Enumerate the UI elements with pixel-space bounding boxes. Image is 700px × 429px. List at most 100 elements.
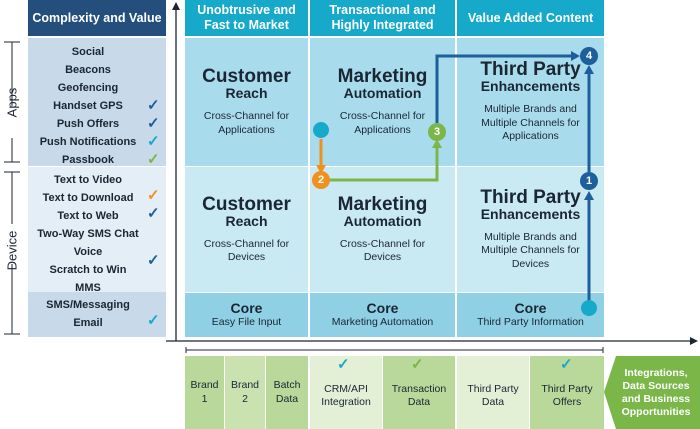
- data-source-label: Batch Data: [273, 379, 301, 405]
- step-2-marker: 2: [312, 171, 330, 189]
- column-header-label: Transactional and Highly Integrated: [329, 3, 436, 32]
- cell-desc: Multiple Brands and Multiple Channels fo…: [481, 103, 580, 143]
- data-source-cell: Batch Data: [266, 356, 308, 429]
- cell-subtitle: Reach: [225, 85, 268, 101]
- opportunities-label: Integrations, Data Sources and Business …: [612, 356, 700, 429]
- check-icon: ✓: [147, 115, 160, 132]
- apps-list: [28, 38, 166, 166]
- core-title: Core: [366, 300, 399, 317]
- customer-reach-apps-cell: Customer Reach Cross-Channel for Applica…: [185, 38, 308, 166]
- side-bracket: [4, 41, 20, 335]
- device-list: [28, 167, 166, 292]
- check-icon: ✓: [147, 151, 160, 168]
- cell-title: Marketing: [337, 66, 428, 87]
- list-item: Passbook: [62, 154, 114, 166]
- cell-desc: Cross-Channel for Devices: [339, 237, 426, 264]
- check-icon: ✓: [337, 356, 350, 373]
- list-item: Text to Web: [57, 210, 119, 222]
- third-party-apps-cell: Third Party Enhancements Multiple Brands…: [457, 38, 604, 166]
- data-source-label: Third Party Data: [467, 382, 519, 409]
- cell-subtitle: Enhancements: [480, 205, 581, 222]
- list-item: Push Offers: [56, 118, 120, 130]
- column-header: Unobtrusive and Fast to Market: [185, 0, 308, 36]
- core-cell: Core Third Party Information: [457, 293, 604, 337]
- third-party-device-cell: Third Party Enhancements Multiple Brands…: [457, 167, 604, 292]
- cell-title: Customer: [202, 66, 291, 87]
- messaging-items: SMS/Messaging Email: [28, 296, 148, 332]
- check-icon: ✓: [147, 205, 160, 222]
- cell-desc: Cross-Channel for Applications: [203, 110, 290, 136]
- complexity-header-label: Complexity and Value: [32, 10, 162, 25]
- customer-reach-device-cell: Customer Reach Cross-Channel for Devices: [185, 167, 308, 292]
- core-title: Core: [514, 300, 547, 317]
- step-number: 3: [433, 126, 441, 138]
- list-item: Two-Way SMS Chat: [37, 228, 139, 240]
- step-1-marker: 1: [580, 172, 598, 190]
- marketing-automation-apps-cell: Marketing Automation Cross-Channel for A…: [310, 38, 455, 166]
- cell-title: Third Party: [480, 186, 581, 208]
- cell-desc: Multiple Brands and Multiple Channels fo…: [481, 230, 580, 270]
- cell-subtitle: Automation: [343, 85, 422, 101]
- opportunities-text: Integrations, Data Sources and Business …: [621, 366, 691, 418]
- cell-desc: Cross-Channel for Applications: [339, 110, 426, 136]
- check-icon: ✓: [147, 252, 160, 269]
- data-source-label: Brand 1: [190, 379, 219, 405]
- column-header: Value Added Content: [457, 0, 604, 36]
- core-cell: Core Marketing Automation: [310, 293, 455, 337]
- step-number: 1: [585, 175, 593, 187]
- column-header: Transactional and Highly Integrated: [310, 0, 455, 36]
- check-icon: ✓: [147, 187, 160, 204]
- cell-subtitle: Reach: [225, 212, 268, 229]
- step-3-marker: 3: [428, 123, 446, 141]
- list-item: Handset GPS: [53, 100, 123, 112]
- cell-subtitle: Automation: [343, 212, 422, 229]
- cell-desc: Cross-Channel for Devices: [203, 237, 290, 264]
- marketing-automation-device-cell: Marketing Automation Cross-Channel for D…: [310, 167, 455, 292]
- cell-subtitle: Enhancements: [480, 78, 581, 95]
- core-desc: Third Party Information: [477, 316, 584, 329]
- data-source-cell: ✓ Transaction Data: [383, 356, 455, 429]
- cell-title: Customer: [202, 193, 291, 215]
- apps-items: Social Beacons Geofencing Handset GPS Pu…: [28, 43, 148, 169]
- step-number: 4: [585, 50, 593, 62]
- messaging-list: [28, 292, 166, 337]
- data-source-cell: Brand 2: [225, 356, 265, 429]
- data-source-label: CRM/API Integration: [321, 382, 371, 409]
- list-item: SMS/Messaging: [46, 299, 130, 311]
- list-item: Text to Download: [42, 192, 134, 204]
- column-header-label: Unobtrusive and Fast to Market: [197, 3, 296, 32]
- core-title: Core: [230, 300, 263, 317]
- check-icon: ✓: [147, 312, 160, 329]
- cell-title: Marketing: [337, 193, 428, 215]
- list-item: Text to Video: [53, 174, 123, 186]
- core-desc: Marketing Automation: [331, 316, 434, 329]
- data-source-label: Transaction Data: [391, 382, 447, 409]
- list-item: MMS: [75, 282, 101, 294]
- list-item: Scratch to Win: [49, 264, 127, 276]
- list-item: Push Notifications: [39, 136, 137, 148]
- cell-title: Third Party: [480, 59, 581, 81]
- complexity-header: Complexity and Value: [28, 0, 166, 36]
- list-item: Beacons: [65, 64, 111, 76]
- data-source-cell: Third Party Data: [457, 356, 529, 429]
- check-icon: ✓: [560, 356, 573, 373]
- device-items: Text to Video Text to Download Text to W…: [28, 171, 148, 297]
- data-source-cell: ✓ CRM/API Integration: [310, 356, 382, 429]
- step-number: 2: [317, 174, 325, 186]
- check-icon: ✓: [147, 97, 160, 114]
- data-source-cell: ✓ Third Party Offers: [530, 356, 604, 429]
- column-header-label: Value Added Content: [467, 10, 594, 25]
- data-source-label: Brand 2: [230, 379, 260, 405]
- core-desc: Easy File Input: [211, 316, 282, 329]
- list-item: Voice: [73, 246, 103, 258]
- list-item: Social: [71, 46, 105, 58]
- data-source-cell: Brand 1: [185, 356, 224, 429]
- list-item: Email: [73, 317, 103, 329]
- axes: [166, 2, 698, 345]
- bottom-bracket: [185, 347, 604, 353]
- data-source-label: Third Party Offers: [541, 382, 593, 409]
- list-item: Geofencing: [57, 82, 119, 94]
- opportunities-arrow: [604, 356, 700, 429]
- check-icon: ✓: [147, 133, 160, 150]
